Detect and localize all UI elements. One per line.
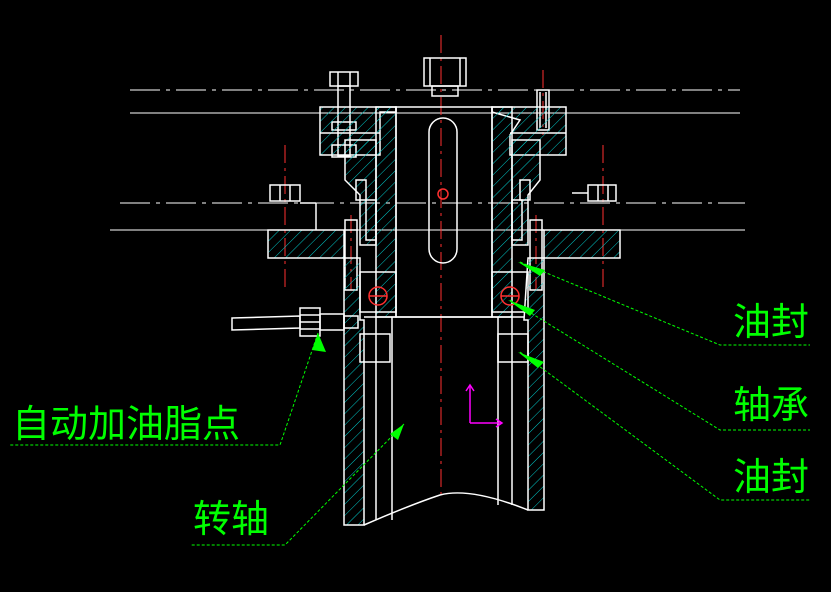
grease-fitting [231,307,359,337]
lower-housing [343,257,545,526]
leader-lines [10,261,810,546]
left-bearing-housing [344,139,377,246]
top-hex-nut [423,57,467,97]
middle-plate [267,229,621,259]
center-lines [284,35,604,500]
label-rotating-shaft: 转轴 [193,497,269,541]
leader-arrowheads [312,262,545,440]
side-bolts [269,184,617,230]
reference-lines [110,89,745,231]
label-oil-seal-top: 油封 [733,300,809,344]
rotating-shaft [363,316,529,526]
right-bearing-housing [511,139,541,246]
label-oil-seal-bottom: 油封 [733,455,809,499]
label-auto-grease-point: 自动加油脂点 [12,402,240,446]
ball-bearings [368,286,520,306]
label-bearing: 轴承 [733,383,809,427]
ucs-icon [465,383,504,428]
